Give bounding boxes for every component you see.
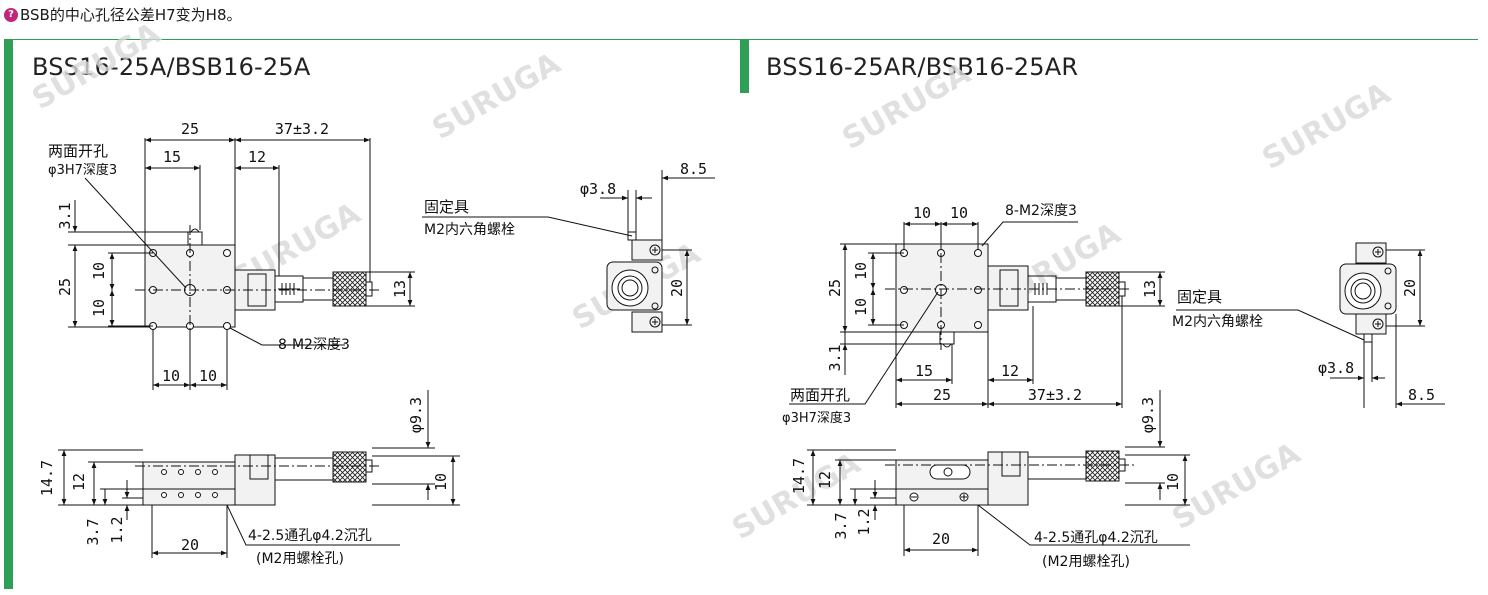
right-panel-title: BSS16-25AR/BSB16-25AR	[766, 53, 1079, 81]
dim-3-1: 3.1	[56, 202, 74, 229]
dim-25: 25	[181, 120, 199, 138]
fixture-label: 固定具	[1177, 288, 1222, 306]
dim-37: 37±3.2	[275, 120, 329, 138]
note: ? BSB的中心孔径公差H7变为H8。	[4, 4, 242, 25]
right-side-view	[807, 390, 1190, 556]
fixture-spec: M2内六角螺栓	[424, 222, 515, 238]
right-end-view	[1176, 242, 1445, 408]
dim-1-2: 1.2	[855, 508, 873, 535]
dim-25-side: 25	[56, 278, 74, 296]
dim-phi-3-8: φ3.8	[580, 180, 616, 198]
dim-10: 10	[913, 204, 931, 222]
dim-20: 20	[181, 536, 199, 554]
dim-20: 20	[668, 279, 686, 297]
dim-10: 10	[90, 299, 108, 317]
through-hole-label: 4-2.5通孔φ4.2沉孔	[248, 528, 372, 544]
dim-13: 13	[391, 280, 409, 298]
right-panel-accent	[740, 39, 749, 93]
bolt-hole-label: (M2用螺栓孔)	[256, 551, 344, 567]
dim-20: 20	[1401, 279, 1419, 297]
m2-label: 8-M2深度3	[1005, 203, 1077, 219]
svg-text:SURUGA: SURUGA	[1167, 436, 1308, 537]
question-icon: ?	[4, 7, 18, 22]
fixture-spec: M2内六角螺栓	[1172, 314, 1263, 330]
left-panel-accent	[4, 39, 13, 589]
dim-3-7: 3.7	[832, 512, 850, 539]
dim-20: 20	[932, 530, 950, 548]
dim-37: 37±3.2	[1028, 386, 1082, 404]
left-panel-title: BSS16-25A/BSB16-25A	[32, 53, 311, 81]
svg-text:SURUGA: SURUGA	[427, 46, 568, 147]
dim-phi-3-8: φ3.8	[1318, 359, 1354, 377]
bolt-hole-label: (M2用螺栓孔)	[1042, 554, 1130, 570]
dim-10: 10	[199, 367, 217, 385]
dim-10: 10	[852, 298, 870, 316]
dim-14-7: 14.7	[38, 460, 56, 496]
dim-15: 15	[915, 362, 933, 380]
holes-label: 两面开孔	[48, 142, 108, 160]
dim-12: 12	[70, 473, 88, 491]
dim-8-5: 8.5	[680, 160, 707, 178]
dim-12: 12	[1001, 362, 1019, 380]
dim-8-5: 8.5	[1408, 386, 1435, 404]
dim-3-1: 3.1	[826, 344, 844, 371]
dim-phi-9-3: φ9.3	[407, 397, 425, 433]
dim-1-2: 1.2	[108, 516, 126, 543]
left-side-view	[58, 390, 460, 558]
svg-text:SURUGA: SURUGA	[27, 16, 168, 117]
right-top-view	[789, 221, 1165, 408]
dim-13: 13	[1141, 280, 1159, 298]
dim-10: 10	[1164, 473, 1182, 491]
through-hole-label: 4-2.5通孔φ4.2沉孔	[1034, 530, 1158, 546]
dim-12: 12	[816, 471, 834, 489]
dim-25-side: 25	[826, 279, 844, 297]
dim-10: 10	[950, 204, 968, 222]
svg-text:SURUGA: SURUGA	[1257, 76, 1398, 177]
dim-10: 10	[432, 473, 450, 491]
note-text: BSB的中心孔径公差H7变为H8。	[20, 6, 242, 24]
svg-text:SURUGA: SURUGA	[837, 56, 978, 157]
dim-10: 10	[162, 367, 180, 385]
m2-label: 8-M2深度3	[278, 337, 350, 353]
left-end-view	[422, 170, 715, 333]
dim-10: 10	[852, 262, 870, 280]
dim-14-7: 14.7	[790, 458, 808, 494]
fixture-label: 固定具	[424, 198, 469, 216]
dim-25: 25	[933, 386, 951, 404]
dim-3-7: 3.7	[84, 518, 102, 545]
holes-label: 两面开孔	[790, 386, 850, 404]
holes-spec: φ3H7深度3	[48, 162, 117, 178]
left-top-view	[68, 137, 415, 390]
dim-10: 10	[90, 262, 108, 280]
dim-phi-9-3: φ9.3	[1139, 397, 1157, 433]
dim-12: 12	[248, 148, 266, 166]
holes-spec: φ3H7深度3	[782, 410, 851, 426]
dim-15: 15	[163, 148, 181, 166]
